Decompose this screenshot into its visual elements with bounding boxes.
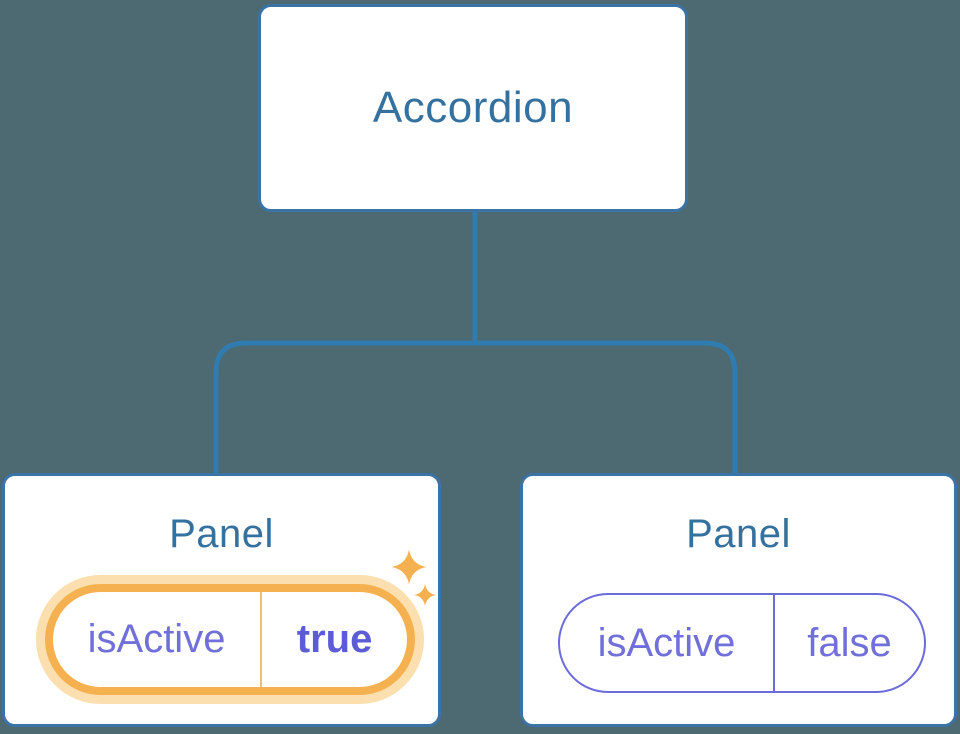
accordion-node-label: Accordion [372, 83, 574, 132]
panel-title: Panel [169, 512, 274, 556]
state-pill-inactive: isActive false [558, 593, 926, 693]
state-value-label: false [807, 620, 892, 665]
sparkles-icon [391, 549, 436, 606]
panel-title: Panel [686, 512, 791, 556]
state-name-label: isActive [53, 592, 263, 687]
state-name-label: isActive [560, 595, 775, 691]
panel-node-active: Panel isActive true [2, 473, 441, 727]
panel-node-inactive: Panel isActive false [520, 473, 957, 727]
accordion-node: Accordion [258, 4, 688, 212]
state-pill-active: isActive true [45, 584, 415, 695]
state-value-label: true [296, 617, 373, 661]
